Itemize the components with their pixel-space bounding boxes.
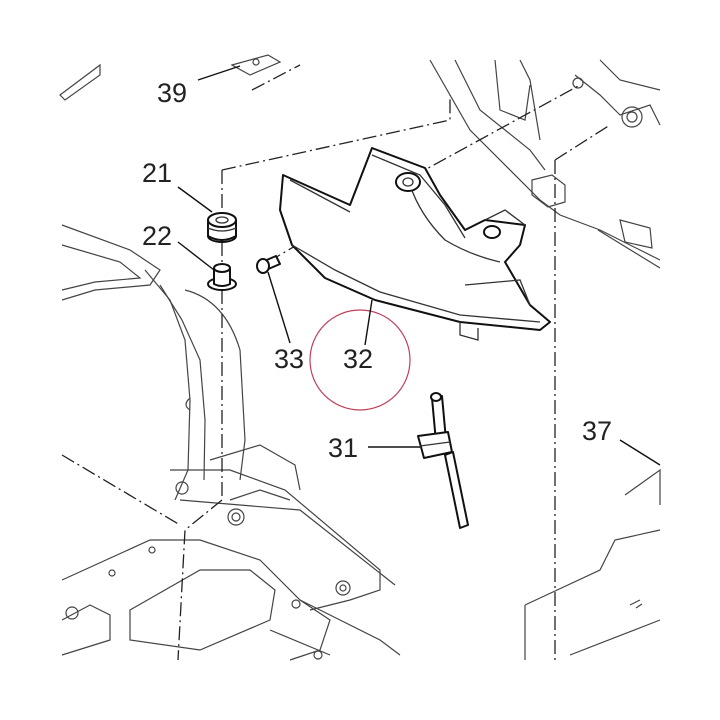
callout-31: 31 [328, 433, 358, 463]
chassis-background [59, 54, 661, 661]
part-31-cable-tie [417, 392, 469, 529]
callout-32: 32 [343, 344, 373, 374]
callout-33: 33 [274, 344, 304, 374]
callout-37: 37 [582, 416, 612, 446]
part-32-cover [279, 147, 551, 341]
leader-lines [177, 65, 661, 466]
callout-39: 39 [157, 78, 187, 108]
part-21-grommet [207, 212, 237, 243]
callout-21: 21 [142, 158, 172, 188]
highlight-circle [309, 309, 411, 411]
part-33-screw [256, 255, 281, 274]
callouts: 39 21 22 33 32 31 37 [142, 78, 612, 463]
center-lines [61, 64, 611, 661]
part-22-collar [207, 263, 237, 291]
callout-22: 22 [142, 221, 172, 251]
